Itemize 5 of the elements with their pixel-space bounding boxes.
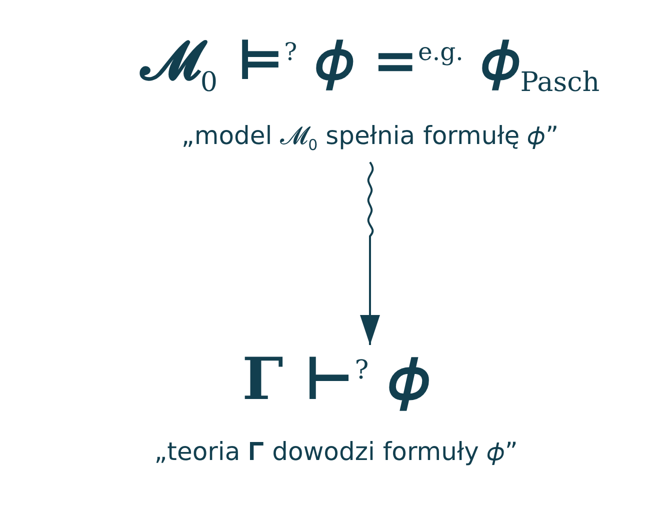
formula: 𝓜$_{0}$ ⊨$^{?}$ 𝜙 =$^{e.g.}$ 𝜙$_{Pasch}$ — [140, 28, 600, 100]
node-label: „model 𝓜$_{0}$ spełnia formułę 𝜙” — [181, 121, 559, 154]
formula: 𝚪 ⊢$^{?}$ 𝜙 — [242, 345, 430, 415]
squiggly-arrow — [360, 162, 380, 345]
node-label: „teoria 𝚪 dowodzi formuły 𝜙” — [154, 436, 518, 467]
